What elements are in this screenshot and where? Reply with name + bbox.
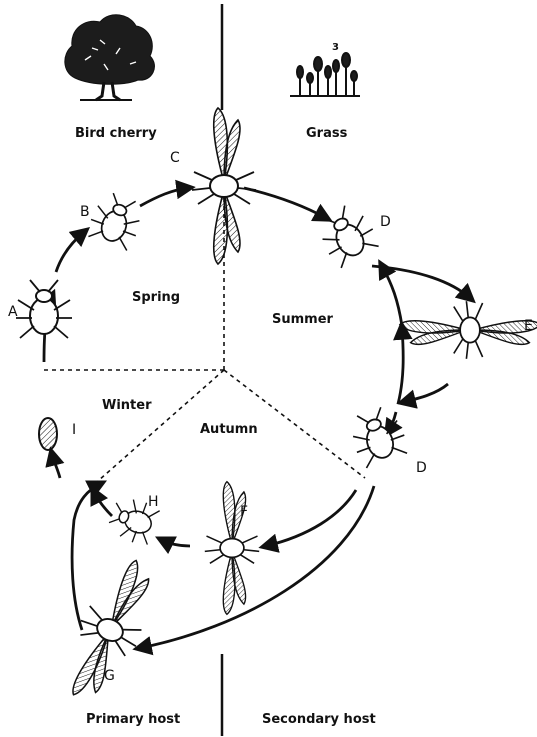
aphid-stage-a (16, 280, 72, 338)
grass-mark: 3 (332, 42, 339, 53)
stage-label-f: F (240, 504, 248, 520)
stage-label-d-upper: D (380, 214, 391, 230)
host-label-primary: Primary host (86, 712, 180, 727)
egg-stage-i (39, 418, 57, 450)
aphid-stage-d-lower (345, 403, 410, 469)
aphid-stage-b (85, 189, 147, 252)
host-label-secondary: Secondary host (262, 712, 376, 727)
aphid-stage-d-upper (312, 199, 382, 269)
aphid-stage-e-winged (400, 301, 537, 359)
stage-label-d-lower: D (416, 460, 427, 476)
season-summer: Summer (272, 312, 333, 327)
host-label-bird-cherry: Bird cherry (75, 126, 157, 141)
aphid-stage-c-winged (192, 108, 256, 264)
aphid-stage-g-winged (51, 550, 169, 710)
cycle-arrows (44, 188, 470, 648)
bird-cherry-tree-icon (65, 15, 155, 100)
stage-label-h: H (148, 494, 159, 510)
season-spring: Spring (132, 290, 180, 305)
grass-icon (290, 53, 360, 96)
stage-label-a: A (8, 304, 18, 320)
season-autumn: Autumn (200, 422, 258, 437)
stage-label-e: E (524, 318, 533, 334)
stage-label-i: I (72, 422, 76, 438)
host-label-grass: Grass (306, 126, 347, 141)
stage-label-c: C (170, 150, 180, 166)
stage-label-g: G (104, 668, 115, 684)
stage-label-b: B (80, 204, 90, 220)
aphid-stage-f-winged (205, 482, 259, 615)
season-winter: Winter (102, 398, 152, 413)
